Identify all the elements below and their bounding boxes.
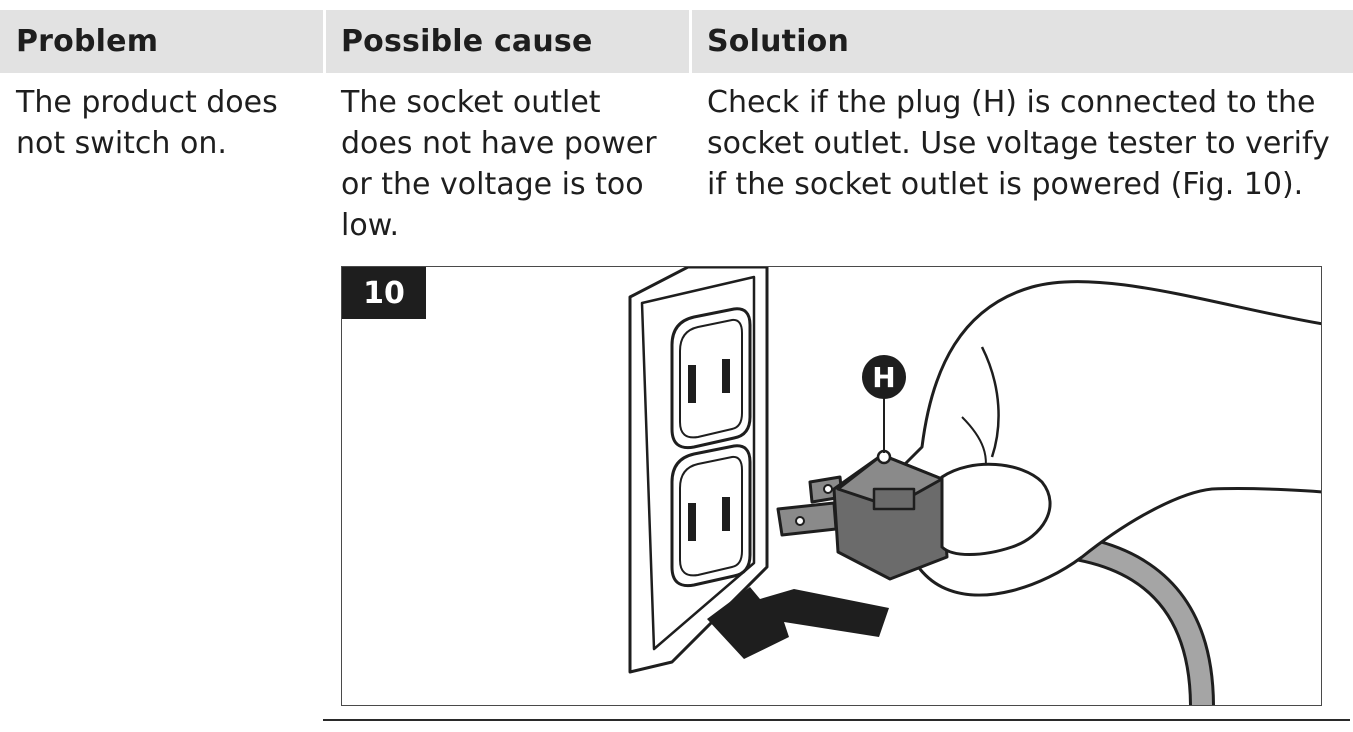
figure-plug-socket: H 10 [341,266,1322,706]
plug-h [776,449,949,581]
wall-socket-plate [628,267,769,674]
figure-number-badge: 10 [342,267,426,319]
header-solution: Solution [692,10,1353,73]
thumb [940,462,1052,556]
table-bottom-rule [323,719,1350,721]
cell-problem: The product does not switch on. [16,85,278,161]
callout-h-badge [862,355,906,399]
callout-h-label: H [872,361,895,394]
cell-possible-cause: The socket outlet does not have power or… [341,85,657,243]
plug-socket-illustration: H [628,267,1321,705]
push-arrow-icon [707,587,889,659]
socket-outlet-lower [670,444,752,588]
header-problem-label: Problem [16,24,159,59]
header-problem: Problem [0,10,323,73]
header-cause-label: Possible cause [341,24,593,59]
header-solution-label: Solution [707,24,850,59]
header-possible-cause: Possible cause [326,10,689,73]
cell-solution: Check if the plug (H) is connected to th… [707,85,1330,202]
socket-outlet-upper [670,307,752,450]
